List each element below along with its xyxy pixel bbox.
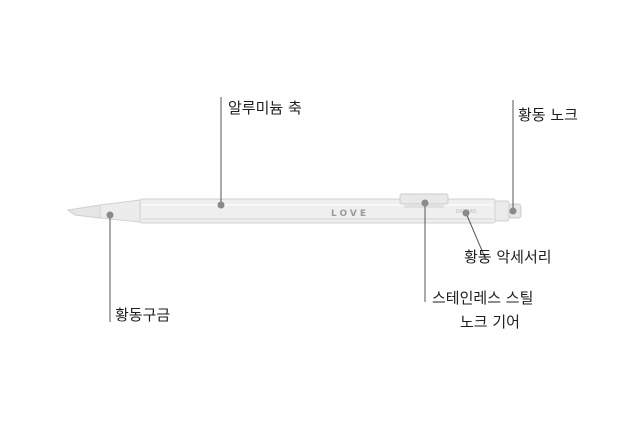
pen-cone	[99, 199, 141, 223]
label-steel-line2: 노크 기어	[460, 313, 520, 331]
dot-brass-knock	[509, 207, 517, 215]
label-brass-sphere: 황동구금	[115, 306, 171, 324]
leader-brass-accessory	[465, 212, 487, 261]
pen-end-cap	[494, 200, 510, 222]
dot-brass-accessory	[462, 209, 470, 217]
label-brass-knock: 황동 노크	[518, 106, 578, 124]
dot-steel-knock-gear	[421, 199, 429, 207]
label-brass-accessory: 황동 악세서리	[464, 248, 552, 266]
dot-brass-sphere	[106, 211, 114, 219]
label-aluminum-shaft: 알루미늄 축	[228, 99, 302, 117]
pen-tip	[66, 204, 101, 219]
pen-engraving: LOVE	[331, 209, 369, 219]
label-steel-line1: 스테인레스 스틸	[432, 289, 534, 307]
dot-aluminum-shaft	[217, 201, 225, 209]
